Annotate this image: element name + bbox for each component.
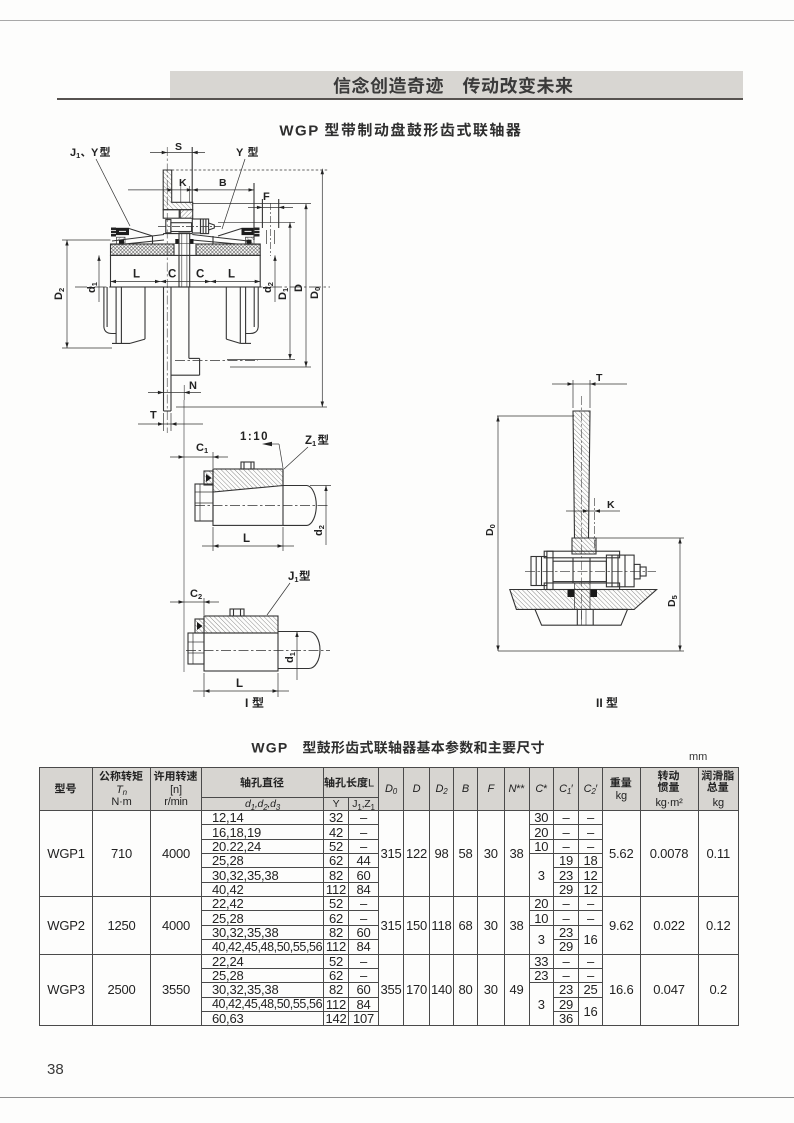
svg-text:K: K bbox=[179, 177, 187, 189]
svg-text:C2: C2 bbox=[190, 588, 202, 601]
svg-text:N: N bbox=[189, 380, 197, 392]
svg-text:K: K bbox=[607, 499, 615, 511]
svg-text:d1: d1 bbox=[284, 652, 297, 663]
svg-text:L: L bbox=[228, 269, 235, 281]
svg-text:L: L bbox=[243, 533, 250, 545]
svg-text:d2: d2 bbox=[313, 525, 326, 536]
svg-text:L: L bbox=[236, 678, 243, 690]
svg-text:F: F bbox=[263, 191, 270, 203]
svg-text:D5: D5 bbox=[666, 595, 679, 607]
svg-text:B: B bbox=[219, 177, 227, 189]
svg-text:C: C bbox=[196, 269, 204, 281]
svg-text:d2: d2 bbox=[262, 282, 275, 293]
svg-text:I: I bbox=[245, 696, 248, 710]
svg-text:L: L bbox=[368, 778, 374, 790]
svg-text:WGP: WGP bbox=[279, 122, 319, 139]
svg-text:J1: J1 bbox=[70, 147, 80, 160]
svg-text:D0: D0 bbox=[484, 524, 497, 536]
svg-text:L: L bbox=[133, 269, 140, 281]
svg-text:Z1: Z1 bbox=[305, 435, 316, 448]
svg-text:C: C bbox=[168, 269, 176, 281]
svg-text:D1: D1 bbox=[277, 288, 290, 300]
svg-text:T: T bbox=[596, 372, 603, 384]
svg-text:Y: Y bbox=[236, 147, 244, 159]
svg-text:D2: D2 bbox=[53, 288, 66, 300]
svg-text:C1: C1 bbox=[196, 442, 208, 455]
svg-text:1:10: 1:10 bbox=[240, 431, 269, 443]
svg-text:T: T bbox=[150, 410, 157, 422]
svg-text:D0: D0 bbox=[309, 287, 322, 299]
svg-text:S: S bbox=[175, 141, 182, 153]
svg-text:II: II bbox=[596, 696, 603, 710]
svg-text:Y: Y bbox=[91, 147, 99, 159]
svg-text:D: D bbox=[293, 284, 305, 292]
svg-text:WGP: WGP bbox=[251, 740, 288, 756]
svg-text:J1: J1 bbox=[288, 571, 299, 584]
svg-text:d1: d1 bbox=[86, 282, 99, 293]
